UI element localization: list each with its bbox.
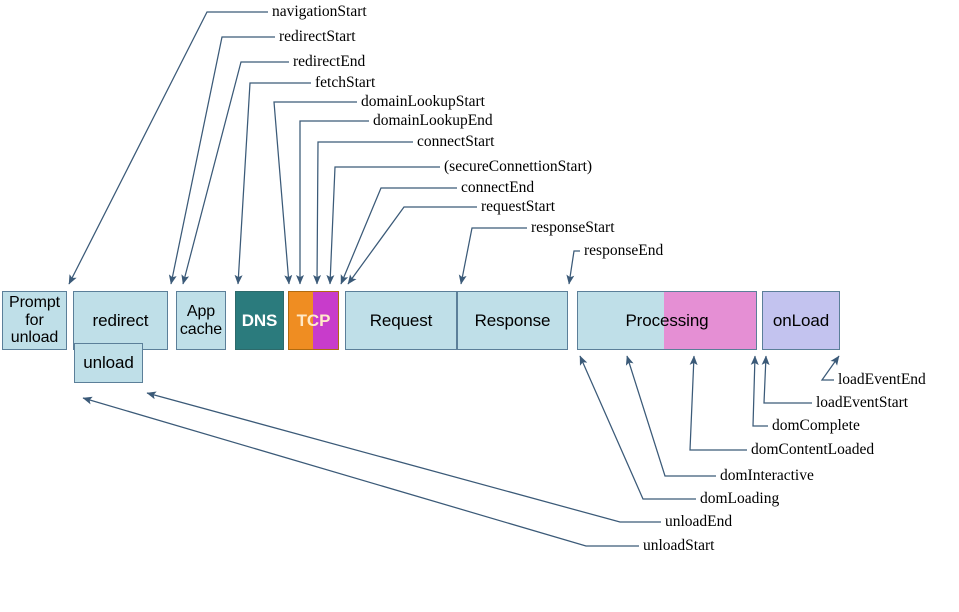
phase-box-dns: DNS (235, 291, 284, 350)
phase-box-tcp: TCP (288, 291, 339, 350)
leader-line-redirectStart (168, 36, 275, 285)
event-label-domLoading: domLoading (700, 490, 780, 507)
event-label-redirectStart: redirectStart (279, 28, 356, 45)
event-label-domComplete: domComplete (772, 417, 860, 434)
leader-line-domComplete (750, 355, 768, 427)
phase-box-processing: Processing (577, 291, 757, 350)
event-label-domainLookupStart: domainLookupStart (361, 93, 485, 110)
leader-line-secureConnettionStart (326, 166, 440, 285)
phase-box-dns-label: DNS (241, 310, 278, 330)
phase-box-onload-label: onLoad (772, 310, 830, 330)
event-label-domInteractive: domInteractive (720, 467, 814, 484)
phase-box-onload: onLoad (762, 291, 840, 350)
event-label-navigationStart: navigationStart (272, 3, 367, 20)
phase-box-redirect: redirect (73, 291, 168, 350)
leader-line-connectEnd (340, 187, 457, 285)
phase-box-redirect-label: redirect (92, 310, 149, 330)
leader-line-redirectEnd (181, 61, 289, 285)
phase-box-response: Response (457, 291, 568, 350)
leader-line-domainLookupEnd (296, 120, 369, 285)
leader-line-domainLookupStart (273, 101, 357, 285)
phase-box-app-cache-label: App cache (179, 302, 223, 338)
event-label-redirectEnd: redirectEnd (293, 53, 366, 70)
phase-box-processing-right-segment (663, 292, 756, 349)
leader-line-navigationStart (68, 11, 268, 285)
phase-box-app-cache: App cache (176, 291, 226, 350)
event-label-connectEnd: connectEnd (461, 179, 535, 196)
phase-box-tcp-label: TCP (296, 310, 331, 330)
phase-box-request-label: Request (369, 310, 433, 330)
event-label-responseStart: responseStart (531, 219, 615, 236)
leader-line-loadEventEnd (820, 355, 840, 381)
phase-box-processing-label: Processing (625, 310, 709, 330)
event-label-unloadStart: unloadStart (643, 537, 715, 554)
phase-box-processing-left-segment (578, 292, 664, 349)
leader-line-fetchStart (234, 82, 311, 285)
leader-line-requestStart (347, 206, 477, 285)
leader-line-domInteractive (625, 355, 716, 477)
event-label-unloadEnd: unloadEnd (665, 513, 733, 530)
leader-line-domContentLoaded (689, 355, 747, 451)
leader-line-connectStart (313, 141, 413, 285)
phase-box-unload-label: unload (83, 353, 134, 373)
event-label-connectStart: connectStart (417, 133, 495, 150)
event-label-fetchStart: fetchStart (315, 74, 376, 91)
phase-box-prompt-for-unload-label: Prompt for unload (9, 293, 60, 347)
phase-box-tcp-left-segment (289, 292, 313, 349)
event-label-loadEventStart: loadEventStart (816, 394, 909, 411)
event-label-domContentLoaded: domContentLoaded (751, 441, 875, 458)
phase-box-request: Request (345, 291, 457, 350)
leader-line-loadEventStart (761, 355, 812, 404)
phase-box-tcp-right-segment (313, 292, 338, 349)
phase-box-unload: unload (74, 343, 143, 383)
leader-line-unloadEnd (146, 391, 661, 523)
bottom-leader-lines (82, 355, 840, 547)
event-label-loadEventEnd: loadEventEnd (838, 371, 926, 388)
leader-line-unloadStart (82, 396, 639, 547)
leader-line-responseStart (458, 227, 527, 285)
top-leader-lines (68, 11, 580, 285)
event-label-secureConnettionStart: (secureConnettionStart) (444, 158, 593, 175)
phase-box-prompt-for-unload: Prompt for unload (2, 291, 67, 350)
event-label-responseEnd: responseEnd (584, 242, 664, 259)
event-label-domainLookupEnd: domainLookupEnd (373, 112, 493, 129)
leader-line-domLoading (579, 355, 696, 500)
leader-line-responseEnd (566, 250, 580, 285)
phase-box-response-label: Response (474, 310, 551, 330)
event-label-requestStart: requestStart (481, 198, 556, 215)
